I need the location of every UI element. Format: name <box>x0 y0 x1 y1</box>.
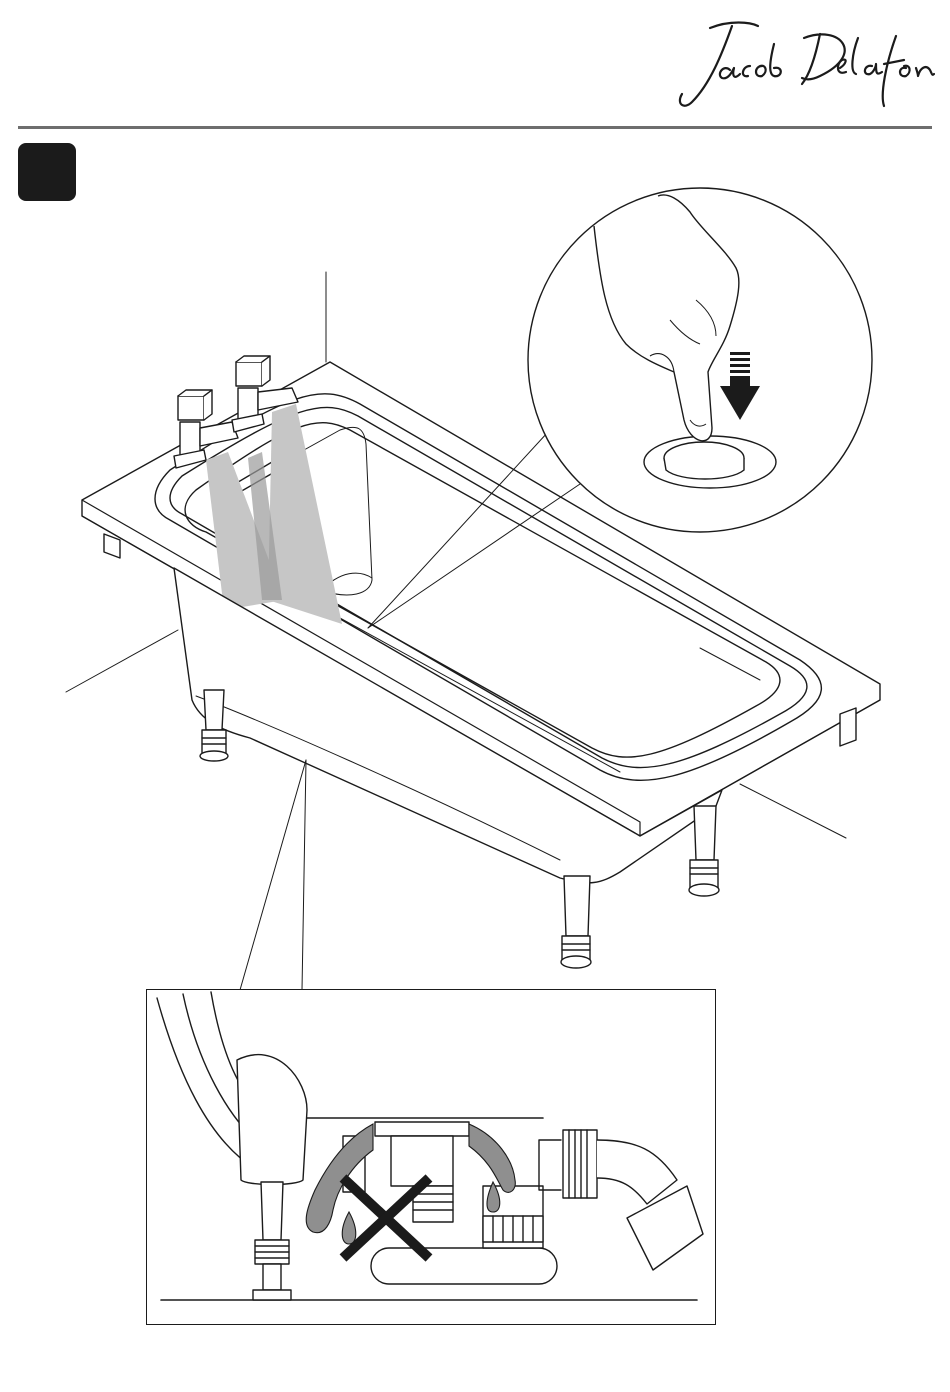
mounting-bracket-right <box>840 708 856 746</box>
overflow-connector <box>563 1130 597 1198</box>
overflow-pipe <box>597 1140 677 1204</box>
drain-assembly-drawing <box>147 990 716 1325</box>
floor-wall-line-left <box>66 630 178 692</box>
detail-drain-assembly <box>146 989 716 1325</box>
floor-wall-line-right <box>740 784 846 838</box>
drain-flange <box>375 1122 469 1136</box>
mounting-bracket-left <box>104 534 120 558</box>
waste-trap <box>371 1248 557 1284</box>
detail-leg <box>261 1182 283 1240</box>
zoom-callout <box>528 188 872 532</box>
tub-foot <box>237 1055 307 1185</box>
tub-leg-front-right <box>561 876 591 968</box>
